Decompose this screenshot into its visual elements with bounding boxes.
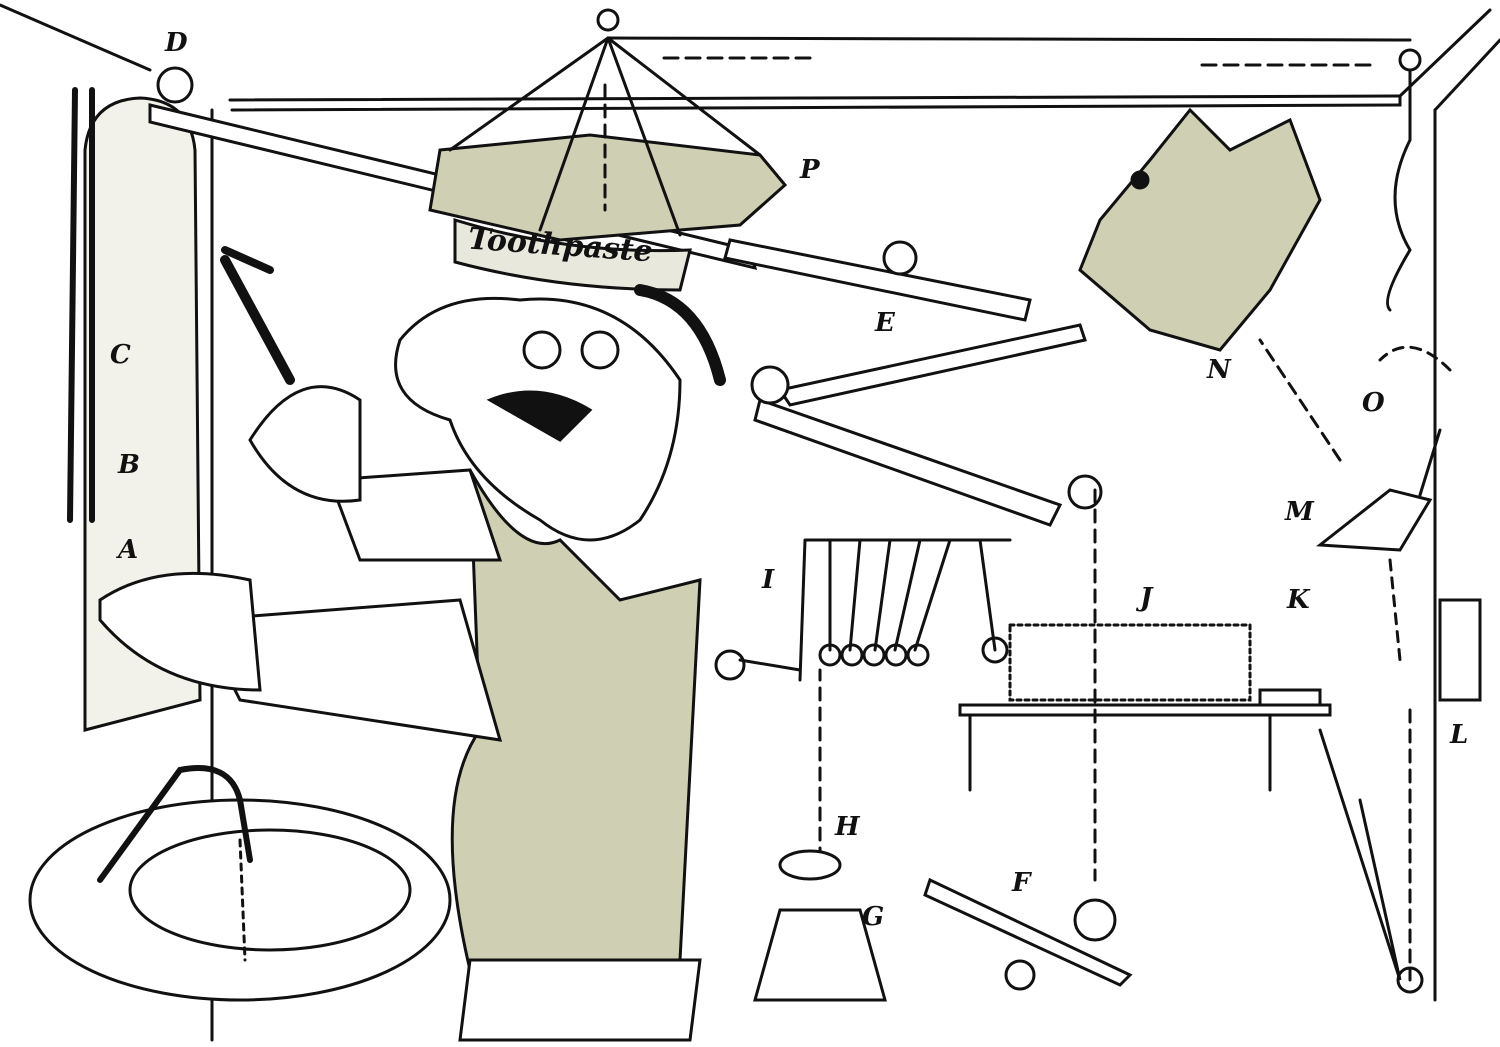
dustpan-m: [1315, 488, 1433, 552]
ball-d: [156, 66, 194, 104]
label-h: H: [835, 812, 860, 842]
label-p: P: [800, 155, 820, 185]
label-e: E: [875, 308, 895, 338]
label-c: C: [110, 340, 131, 370]
label-m: M: [1285, 497, 1314, 527]
bird-n: [1078, 107, 1322, 352]
label-b: B: [118, 450, 140, 480]
label-l: L: [1450, 720, 1469, 750]
shelf-j: [958, 623, 1332, 792]
seesaw-f: [923, 877, 1133, 987]
label-j: J: [1140, 583, 1153, 613]
label-d: D: [165, 28, 188, 58]
ball-e: [882, 240, 918, 276]
device-h: [778, 849, 842, 881]
toothpaste-tube: [453, 217, 692, 292]
label-g: G: [862, 902, 885, 932]
label-o: O: [1362, 388, 1385, 418]
toothbrush-bristles: [221, 246, 274, 274]
ball-e2: [750, 365, 790, 405]
switch-l: [1438, 598, 1482, 702]
ramp-e3: [753, 398, 1063, 527]
person: [98, 246, 726, 1042]
label-k: K: [1287, 585, 1310, 615]
label-i: I: [762, 565, 775, 595]
label-f: F: [1012, 868, 1031, 898]
ramp-e2: [777, 323, 1087, 407]
sink: [28, 765, 452, 1002]
ceiling-string: [596, 8, 1422, 72]
valve-pipe: [67, 87, 95, 523]
ball-f: [1067, 474, 1103, 510]
rock-p: [428, 133, 788, 242]
newtons-cradle-i: [714, 538, 1012, 682]
label-n: N: [1207, 355, 1231, 385]
bucket-g: [753, 908, 887, 1002]
label-a: A: [118, 535, 139, 565]
ramp-e1: [723, 238, 1032, 322]
